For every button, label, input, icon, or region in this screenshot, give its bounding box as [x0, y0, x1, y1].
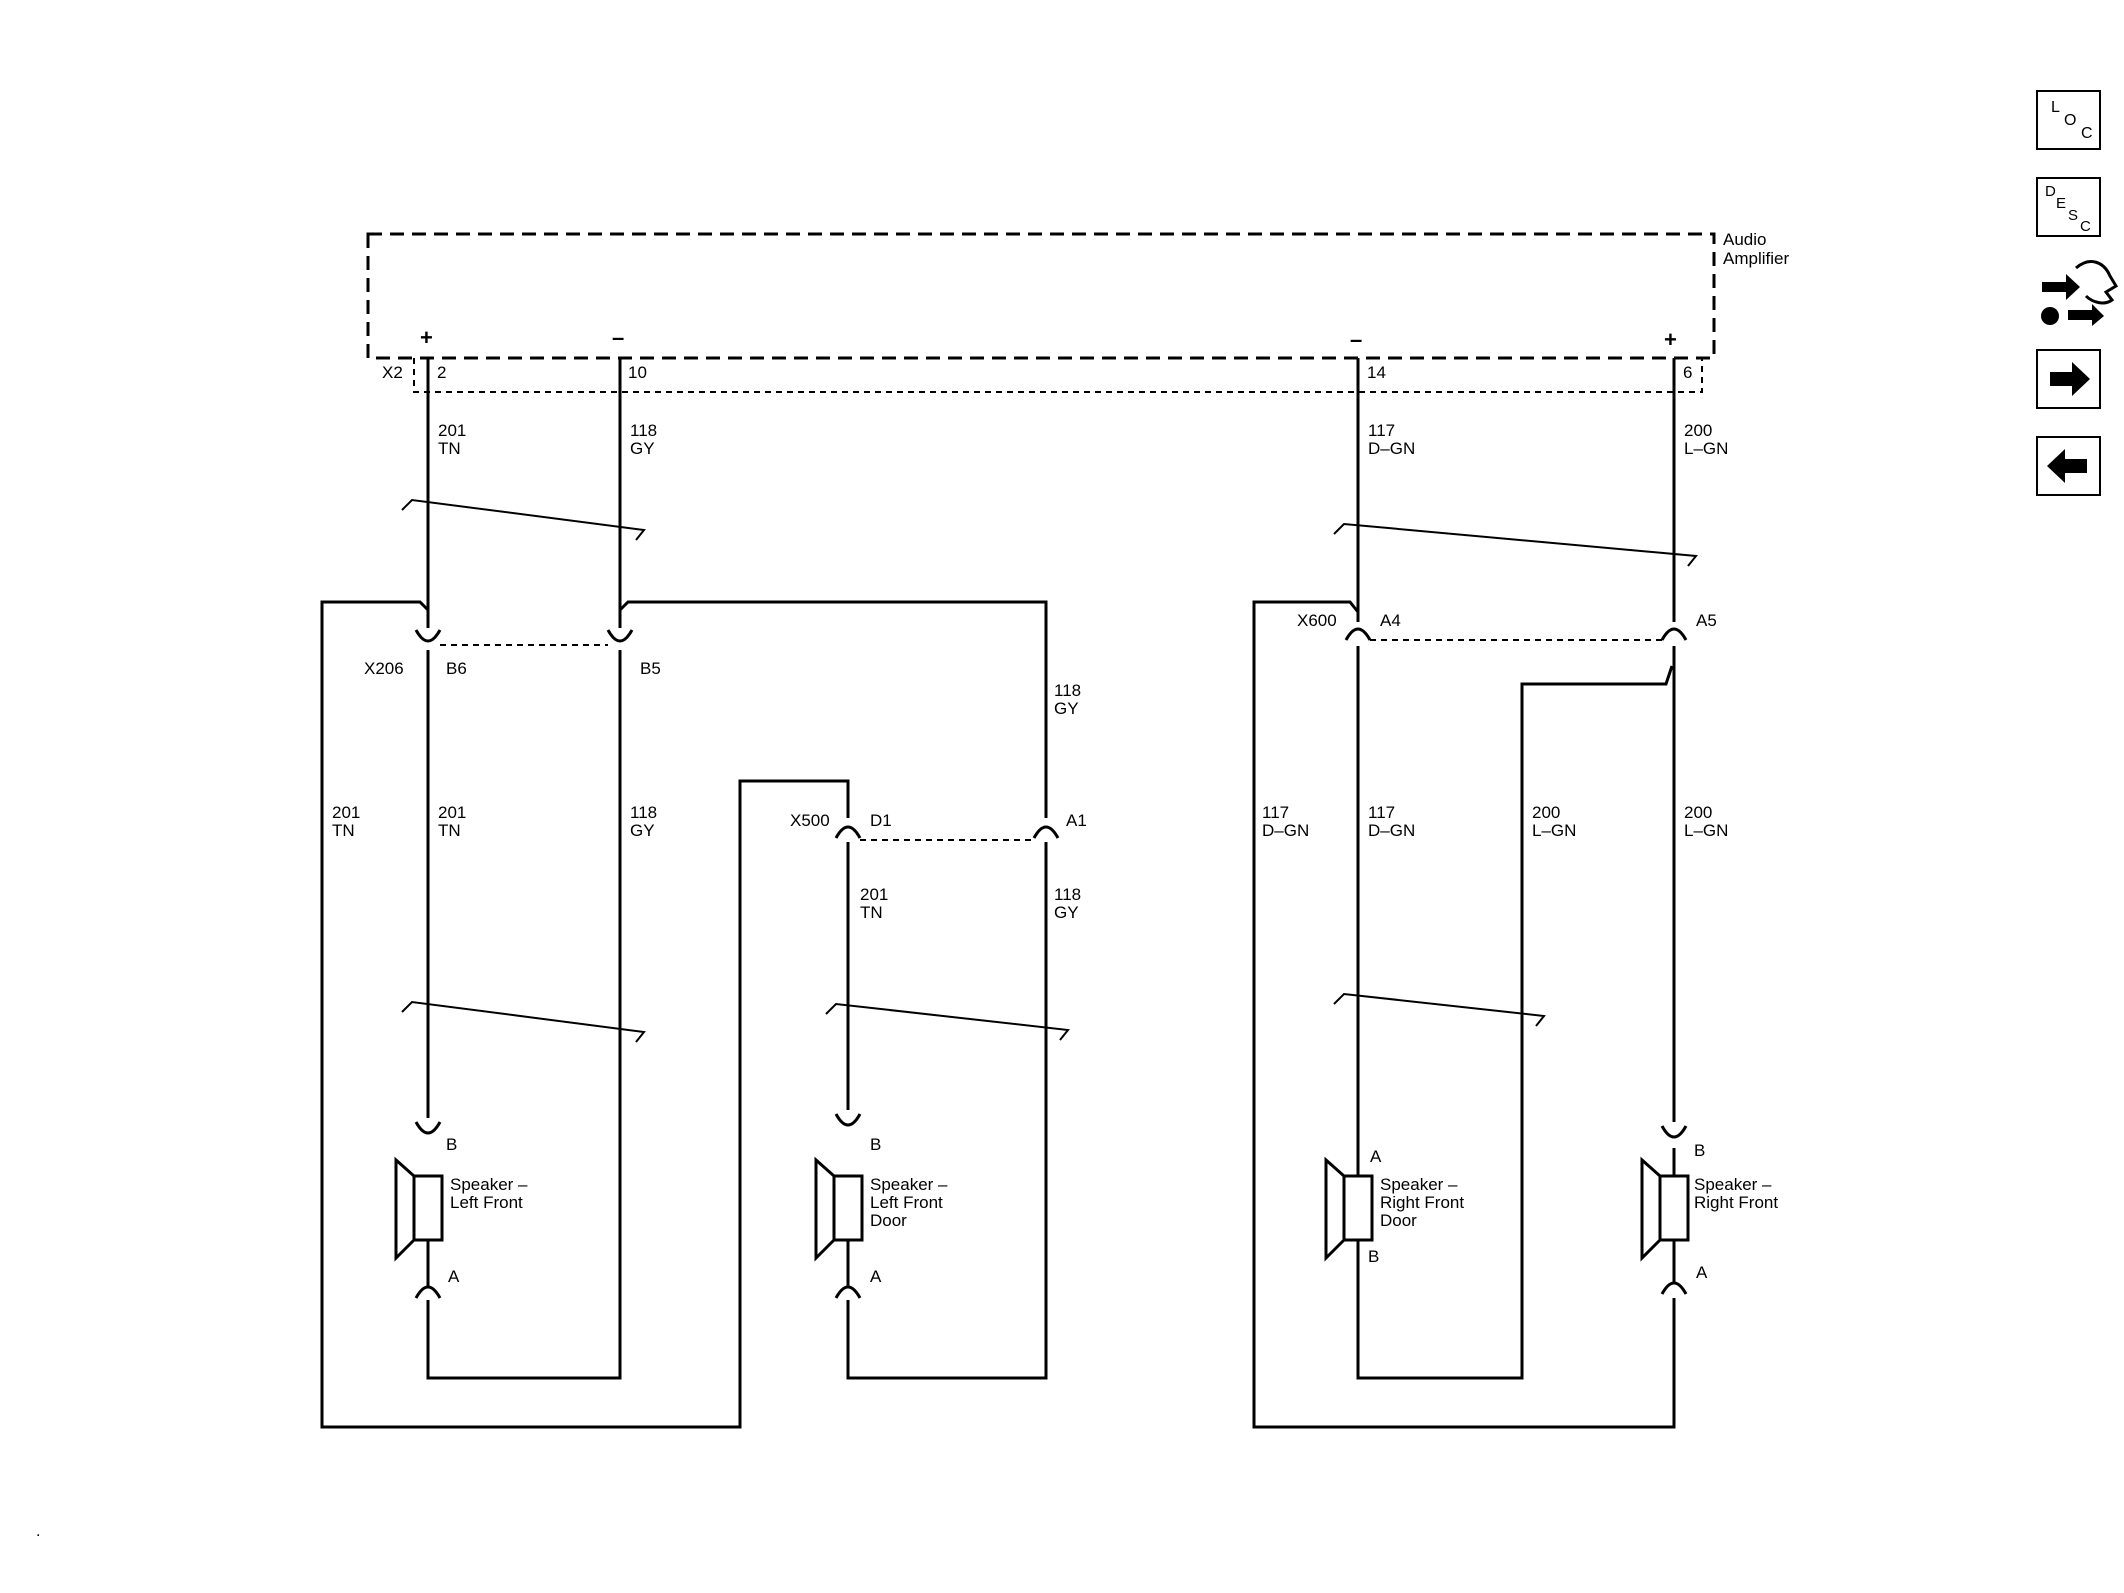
wire-117-label-top: 117 — [1368, 421, 1395, 440]
arrow-left-button[interactable] — [2036, 436, 2101, 496]
wire-gy-label-loop: GY — [1054, 699, 1079, 718]
connector-x600-label: X600 — [1297, 611, 1337, 630]
wire-200-label-loop: 200 — [1532, 803, 1560, 822]
pin-b5-label: B5 — [640, 659, 661, 678]
pin-a5-label: A5 — [1696, 611, 1717, 630]
wire-lgn-label-loop: L–GN — [1532, 821, 1576, 840]
speaker-right-front: B A Speaker – Right Front — [1640, 1125, 1778, 1295]
desc-letter-c: C — [2080, 218, 2091, 235]
nav-button-desc[interactable]: D E S C — [2036, 177, 2101, 237]
speaker-right-front-door: A B Speaker – Right Front Door — [1324, 1147, 1464, 1266]
wire-117-label-outer: 117 — [1262, 803, 1289, 822]
nav-button-loc[interactable]: L O C — [2036, 90, 2101, 150]
speaker-lfd-pin-b: B — [870, 1135, 881, 1154]
left-circuits: X206 B6 B5 X500 D1 A1 201 TN 118 GY 201 … — [320, 358, 1087, 1429]
speaker-rfd-name-3: Door — [1380, 1211, 1417, 1230]
arrow-right-icon — [2050, 362, 2090, 396]
speaker-lfd-pin-a: A — [870, 1267, 882, 1286]
wire-dgn-label-mid: D–GN — [1368, 821, 1415, 840]
speaker-rfd-pin-b: B — [1368, 1247, 1379, 1266]
wire-tn-label-mid: TN — [438, 821, 461, 840]
speaker-lf-pin-a: A — [448, 1267, 460, 1286]
pin-6-label: 6 — [1683, 363, 1692, 382]
speaker-rf-name-2: Right Front — [1694, 1193, 1778, 1212]
amplifier-name-line2: Amplifier — [1723, 249, 1789, 268]
speaker-lf-name-2: Left Front — [450, 1193, 523, 1212]
minus-sign-pin10: – — [612, 325, 624, 350]
wire-200-label-mid: 200 — [1684, 803, 1712, 822]
pin-a4-label: A4 — [1380, 611, 1401, 630]
wire-201-label-mid: 201 — [438, 803, 466, 822]
desc-letter-d: D — [2045, 183, 2056, 200]
speaker-rf-pin-a: A — [1696, 1263, 1708, 1282]
amplifier-name-line1: Audio — [1723, 230, 1766, 249]
speaker-rf-pin-b: B — [1694, 1141, 1705, 1160]
plus-sign-pin6: + — [1664, 327, 1677, 352]
wire-tn-label-outer: TN — [332, 821, 355, 840]
pin-d1-label: D1 — [870, 811, 892, 830]
corner-dot: . — [36, 1523, 40, 1540]
connector-x2-label: X2 — [382, 363, 403, 382]
connector-x500-label: X500 — [790, 811, 830, 830]
speaker-left-front: B A Speaker – Left Front — [394, 1121, 528, 1299]
arrow-left-icon — [2047, 449, 2087, 483]
wire-201-label-door: 201 — [860, 885, 888, 904]
speaker-left-front-door: B A Speaker – Left Front Door — [814, 1113, 948, 1299]
speaker-rf-name-1: Speaker – — [1694, 1175, 1772, 1194]
speaker-lfd-name-1: Speaker – — [870, 1175, 948, 1194]
arrow-right-button[interactable] — [2036, 349, 2101, 409]
speaker-lfd-name-2: Left Front — [870, 1193, 943, 1212]
connector-x206-label: X206 — [364, 659, 404, 678]
wire-117-label-mid: 117 — [1368, 803, 1395, 822]
pin-10-label: 10 — [628, 363, 647, 382]
wire-201-label-outer: 201 — [332, 803, 360, 822]
wire-gy-label-door: GY — [1054, 903, 1079, 922]
wire-gy-label-mid: GY — [630, 821, 655, 840]
speaker-rfd-name-2: Right Front — [1380, 1193, 1464, 1212]
wire-118-label-loop: 118 — [1054, 681, 1081, 700]
wire-tn-label-door: TN — [860, 903, 883, 922]
desc-letter-s: S — [2068, 207, 2078, 224]
wire-dgn-label-top: D–GN — [1368, 439, 1415, 458]
wire-lgn-label-mid: L–GN — [1684, 821, 1728, 840]
wire-118-label-door: 118 — [1054, 885, 1081, 904]
speaker-lf-name-1: Speaker – — [450, 1175, 528, 1194]
minus-sign-pin14: – — [1350, 327, 1362, 352]
wire-200-label-top: 200 — [1684, 421, 1712, 440]
speaker-lf-pin-b: B — [446, 1135, 457, 1154]
loc-letter-l: L — [2051, 99, 2060, 116]
desc-letter-e: E — [2056, 195, 2066, 212]
wire-gy-label-top: GY — [630, 439, 655, 458]
speaker-rfd-name-1: Speaker – — [1380, 1175, 1458, 1194]
wire-lgn-label-top: L–GN — [1684, 439, 1728, 458]
plus-sign-pin2: + — [420, 325, 433, 350]
pin-a1-label: A1 — [1066, 811, 1087, 830]
loc-letter-o: O — [2064, 112, 2076, 129]
pin-b6-label: B6 — [446, 659, 467, 678]
wire-dgn-label-outer: D–GN — [1262, 821, 1309, 840]
wire-tn-label-top: TN — [438, 439, 461, 458]
connector-tool-icon[interactable] — [2041, 260, 2119, 326]
wire-201-label-top: 201 — [438, 421, 466, 440]
speaker-rfd-pin-a: A — [1370, 1147, 1382, 1166]
loc-letter-c: C — [2081, 125, 2093, 142]
audio-amplifier: Audio Amplifier X2 + – – + 2 10 14 6 — [366, 230, 1789, 393]
pin-14-label: 14 — [1367, 363, 1386, 382]
wire-118-label-mid: 118 — [630, 803, 657, 822]
right-circuits: X600 A4 A5 117 D–GN 200 L–GN 117 D–GN 11… — [1252, 358, 1778, 1429]
wire-118-label-top: 118 — [630, 421, 657, 440]
pin-2-label: 2 — [437, 363, 446, 382]
speaker-lfd-name-3: Door — [870, 1211, 907, 1230]
